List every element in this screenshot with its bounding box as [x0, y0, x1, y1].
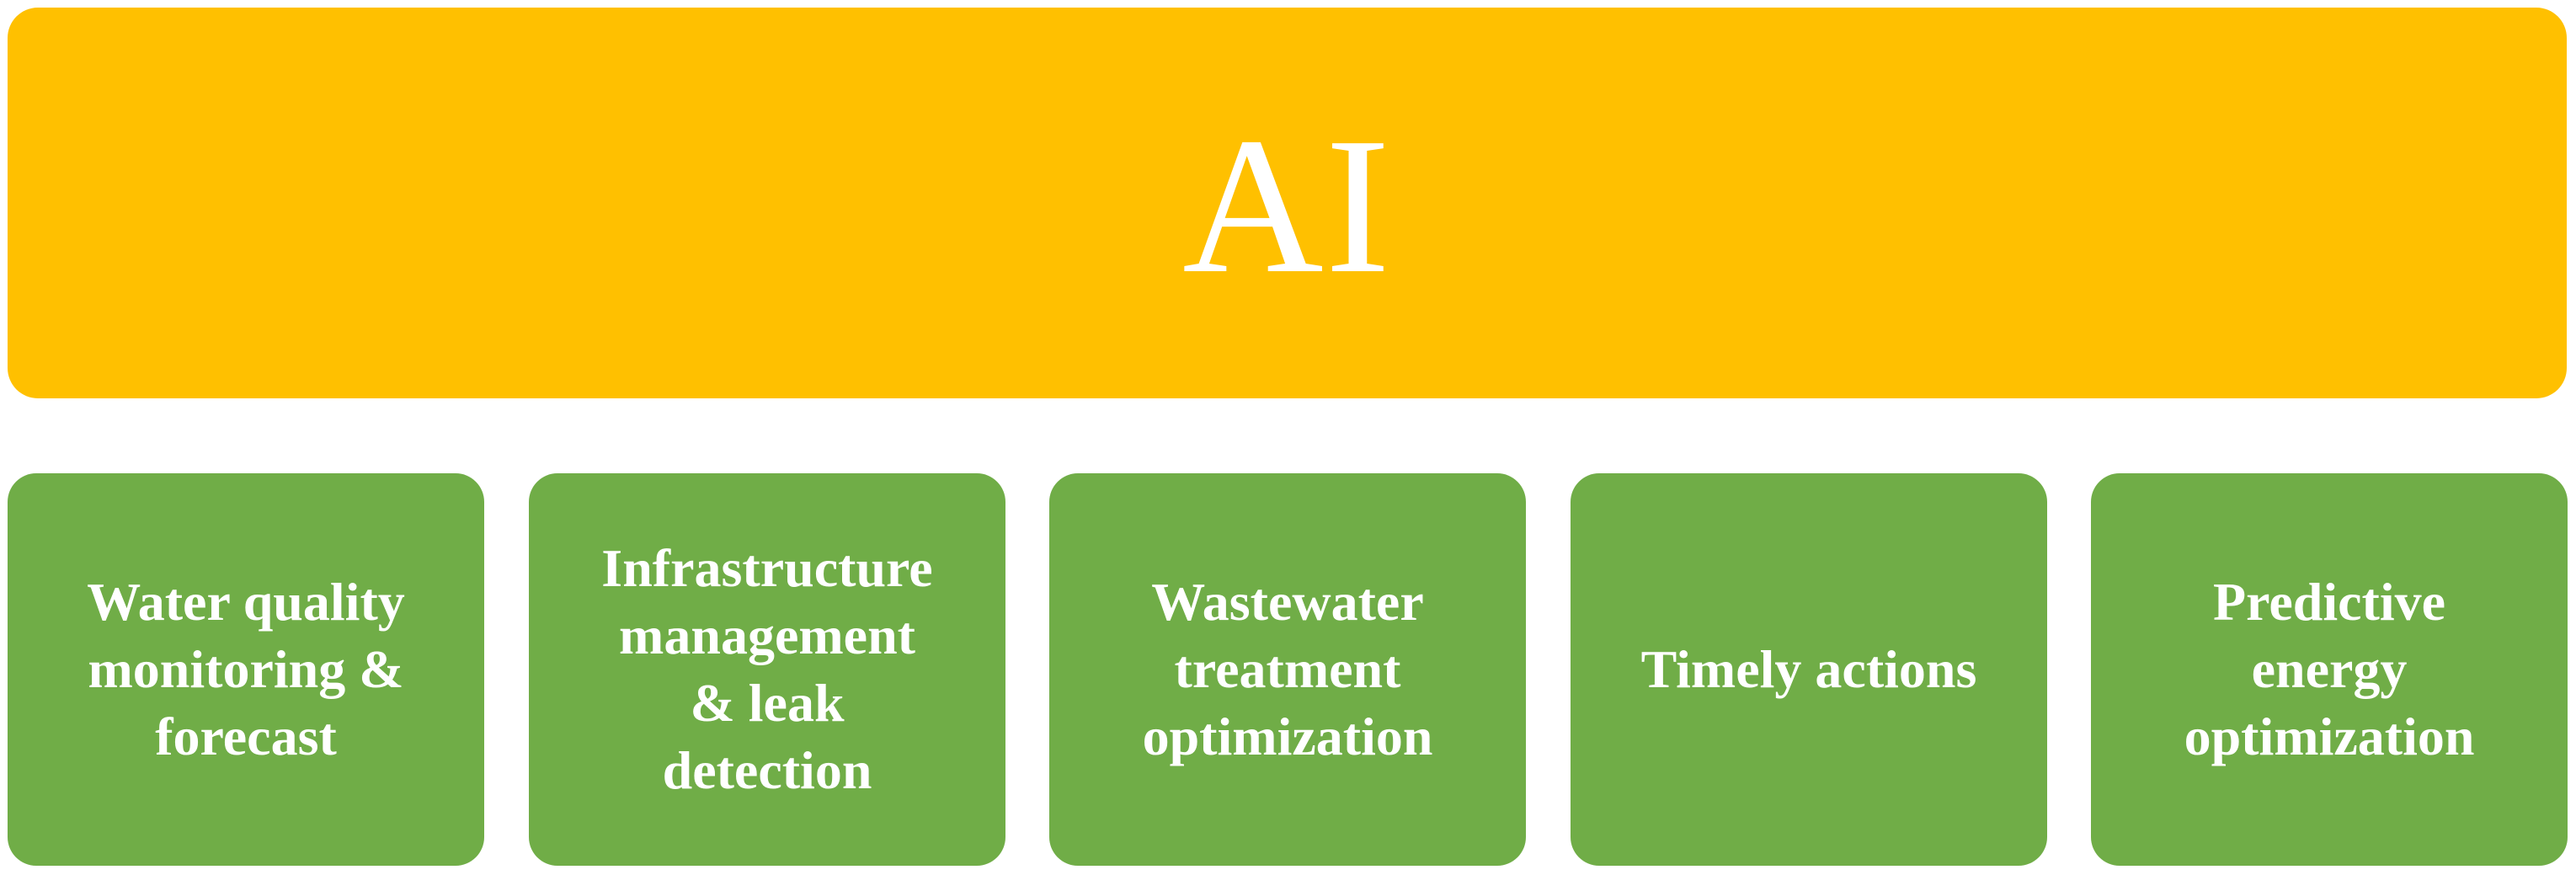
box-wastewater-treatment: Wastewater treatment optimization	[1049, 473, 1526, 866]
ai-header-block: AI	[8, 8, 2567, 398]
box-label-timely-actions: Timely actions	[1640, 639, 1977, 699]
box-infrastructure-management: Infrastructure management & leak detecti…	[529, 473, 1005, 866]
box-label-infrastructure-management: Infrastructure management & leak detecti…	[601, 538, 933, 800]
box-label-wastewater-treatment: Wastewater treatment optimization	[1142, 572, 1433, 766]
box-label-predictive-energy: Predictive energy optimization	[2184, 572, 2475, 766]
ai-title: AI	[1182, 98, 1392, 314]
box-water-quality: Water quality monitoring & forecast	[8, 473, 484, 866]
box-timely-actions: Timely actions	[1571, 473, 2047, 866]
box-predictive-energy: Predictive energy optimization	[2091, 473, 2568, 866]
box-label-water-quality: Water quality monitoring & forecast	[87, 572, 405, 766]
